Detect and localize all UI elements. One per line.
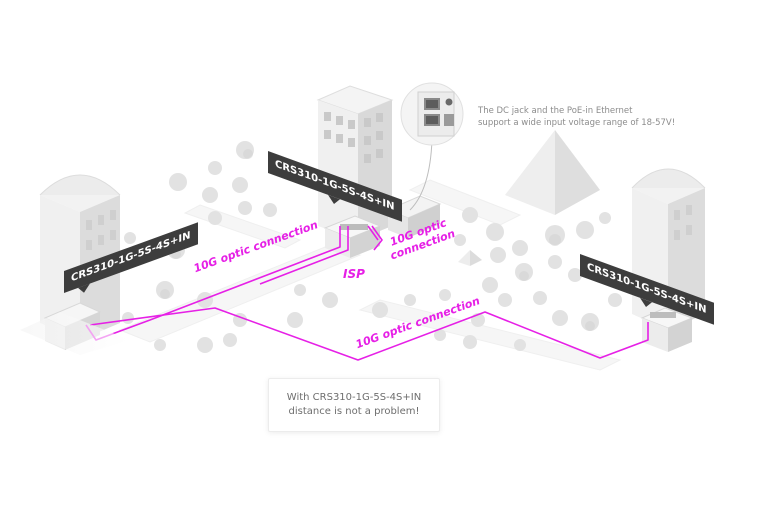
link-right-path bbox=[371, 225, 383, 251]
caption-box: With CRS310-1G-5S-4S+IN distance is not … bbox=[268, 378, 440, 432]
switch-center bbox=[340, 224, 368, 230]
caption-line1: With CRS310-1G-5S-4S+IN bbox=[286, 392, 422, 403]
power-info-line1: The DC jack and the PoE-in Ethernet bbox=[478, 106, 633, 116]
caption-line2: distance is not a problem! bbox=[288, 406, 420, 417]
link-isp-a bbox=[259, 226, 349, 285]
power-info-line2: support a wide input voltage range of 18… bbox=[478, 118, 676, 128]
power-cable bbox=[409, 139, 433, 211]
switch-right bbox=[650, 312, 676, 318]
building-left bbox=[39, 174, 121, 350]
dc-jack-icon bbox=[445, 98, 453, 106]
sfp-port-icon bbox=[444, 114, 454, 126]
trees bbox=[122, 141, 622, 353]
power-info-text: The DC jack and the PoE-in Ethernet supp… bbox=[478, 105, 675, 129]
building-right bbox=[631, 168, 706, 352]
link-isp-b bbox=[367, 225, 379, 241]
mountain bbox=[458, 130, 600, 266]
link-label-isp: ISP bbox=[343, 267, 365, 281]
link-bottom-path bbox=[89, 307, 649, 361]
port-magnifier bbox=[400, 82, 464, 146]
